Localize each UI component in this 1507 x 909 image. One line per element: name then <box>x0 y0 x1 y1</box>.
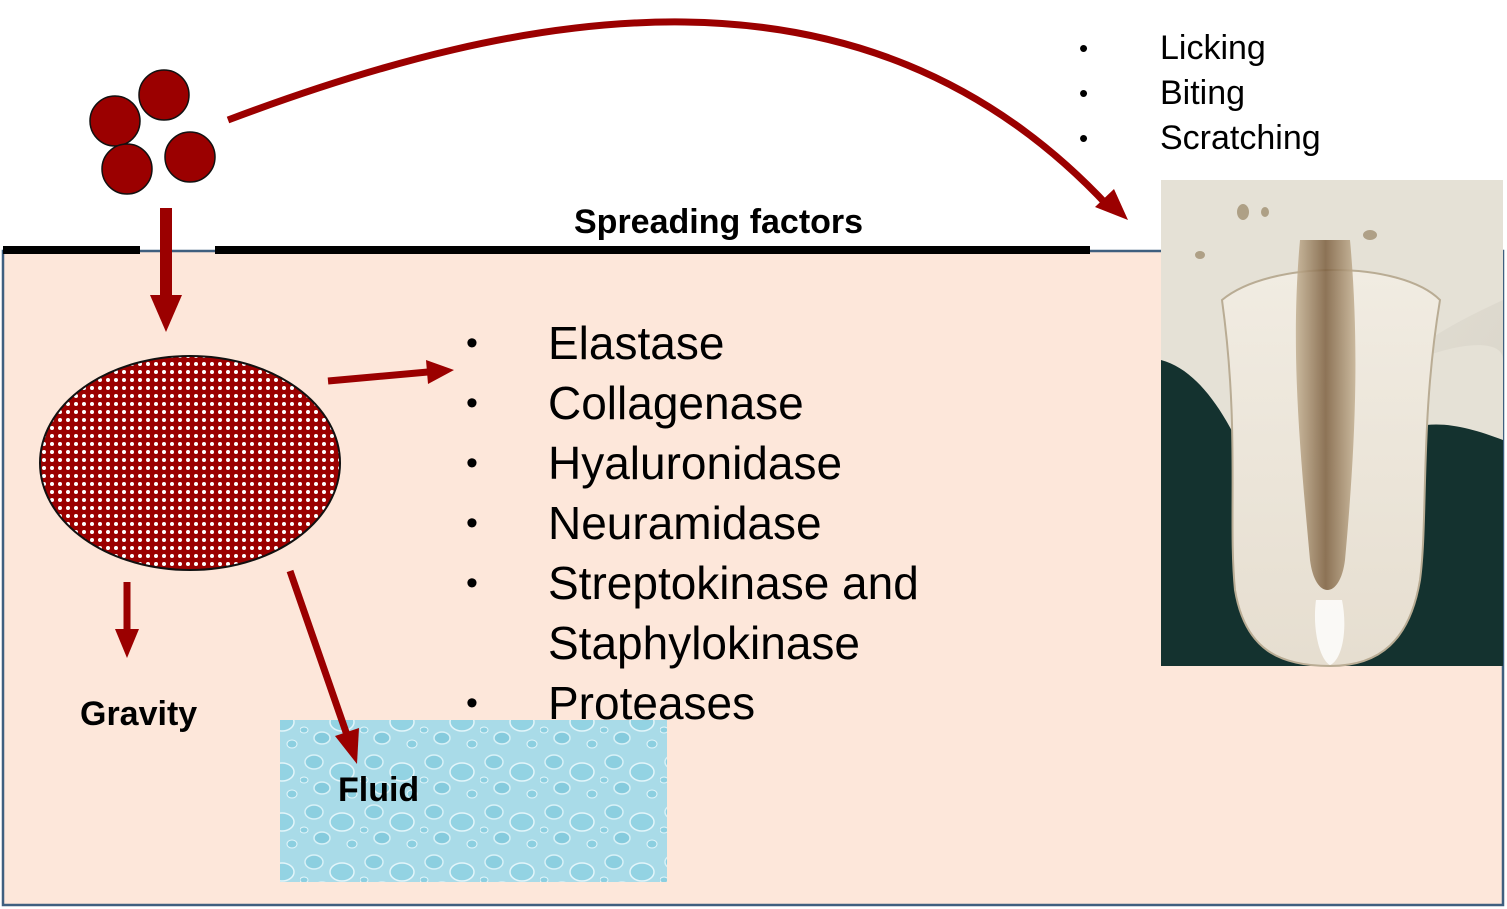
list-item: •Proteases <box>466 677 756 729</box>
list-item: •Neuramidase <box>466 497 822 549</box>
mechanical-actions-list: •Licking •Biting •Scratching <box>1075 26 1321 161</box>
list-item: •Streptokinase and <box>466 557 919 609</box>
tongue-photo <box>1161 180 1503 668</box>
list-item: •Elastase <box>466 317 725 369</box>
entry-arrow-head <box>150 295 182 332</box>
list-item: •Licking <box>1079 29 1266 67</box>
enzyme-list: •Elastase •Collagenase •Hyaluronidase •N… <box>462 313 919 733</box>
curved-arrow-head <box>1095 189 1128 220</box>
bacteria-cluster <box>89 69 216 195</box>
enzyme-arrow-head <box>426 360 454 384</box>
fluid-arrow <box>286 569 351 737</box>
list-item: •Biting <box>1079 74 1246 112</box>
list-item-continuation: Staphylokinase <box>548 617 860 669</box>
gravity-label: Gravity <box>80 695 198 733</box>
list-item: •Collagenase <box>466 377 804 429</box>
gravity-arrow-head <box>115 629 139 658</box>
fluid-arrow-head <box>335 728 359 764</box>
list-item: •Scratching <box>1079 119 1321 157</box>
infection-focus <box>39 355 341 571</box>
list-item: •Hyaluronidase <box>466 437 843 489</box>
enzyme-arrow <box>327 368 429 385</box>
curved-arrow <box>226 18 1111 209</box>
fluid-label: Fluid <box>338 771 420 809</box>
spreading-factors-label: Spreading factors <box>574 203 864 241</box>
